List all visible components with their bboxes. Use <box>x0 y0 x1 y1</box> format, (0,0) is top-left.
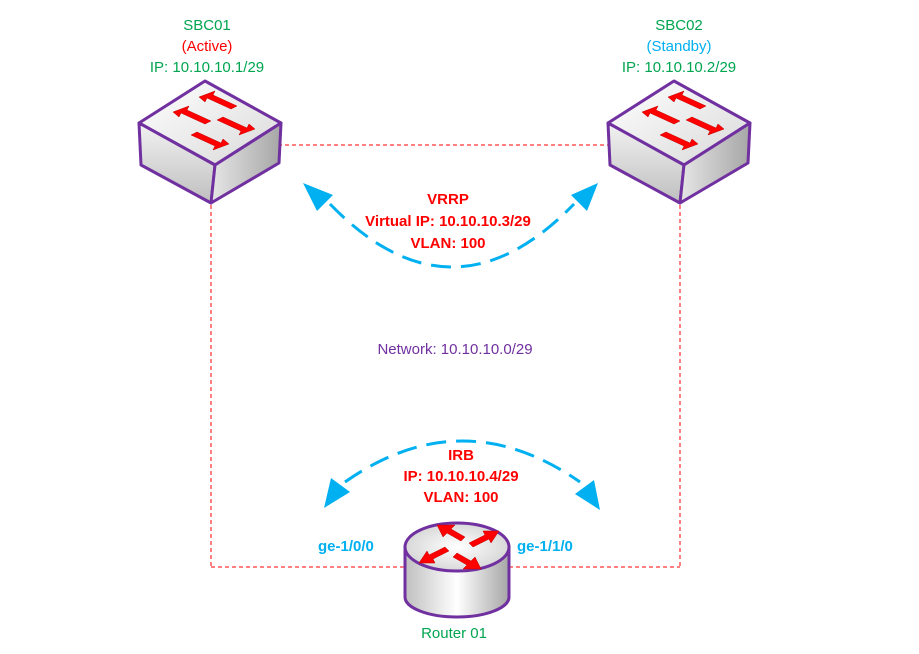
sbc01-ip: IP: 10.10.10.1/29 <box>149 59 265 76</box>
sbc01-role: (Active) <box>181 38 233 55</box>
sbc02-ip: IP: 10.10.10.2/29 <box>621 59 737 76</box>
sbc01-switch-icon <box>137 79 283 205</box>
irb-arc <box>324 439 600 510</box>
irb-arc-path <box>344 439 581 484</box>
vrrp-virtual-ip: Virtual IP: 10.10.10.3/29 <box>365 213 531 230</box>
sbc02-role: (Standby) <box>646 38 712 55</box>
vrrp-arrow-right-icon <box>571 183 598 211</box>
irb-vlan: VLAN: 100 <box>423 489 499 506</box>
port-ge-1-0-0: ge-1/0/0 <box>318 538 374 555</box>
irb-ip: IP: 10.10.10.4/29 <box>403 468 519 485</box>
vrrp-title: VRRP <box>427 191 469 208</box>
sbc02-switch-icon <box>606 79 752 205</box>
network-label: Network: 10.10.10.0/29 <box>377 341 533 358</box>
irb-title: IRB <box>448 447 474 464</box>
irb-arrow-right-icon <box>575 480 600 510</box>
vrrp-arc-path <box>328 202 576 269</box>
sbc02-name: SBC02 <box>655 17 703 34</box>
sbc01-name: SBC01 <box>183 17 231 34</box>
vrrp-arrow-left-icon <box>303 183 333 211</box>
port-ge-1-1-0: ge-1/1/0 <box>517 538 573 555</box>
vrrp-arc <box>303 183 598 269</box>
router-01-icon <box>403 521 511 619</box>
link-lines <box>210 144 681 568</box>
vrrp-vlan: VLAN: 100 <box>410 235 486 252</box>
irb-arrow-left-icon <box>324 478 350 508</box>
router-name: Router 01 <box>421 625 487 642</box>
